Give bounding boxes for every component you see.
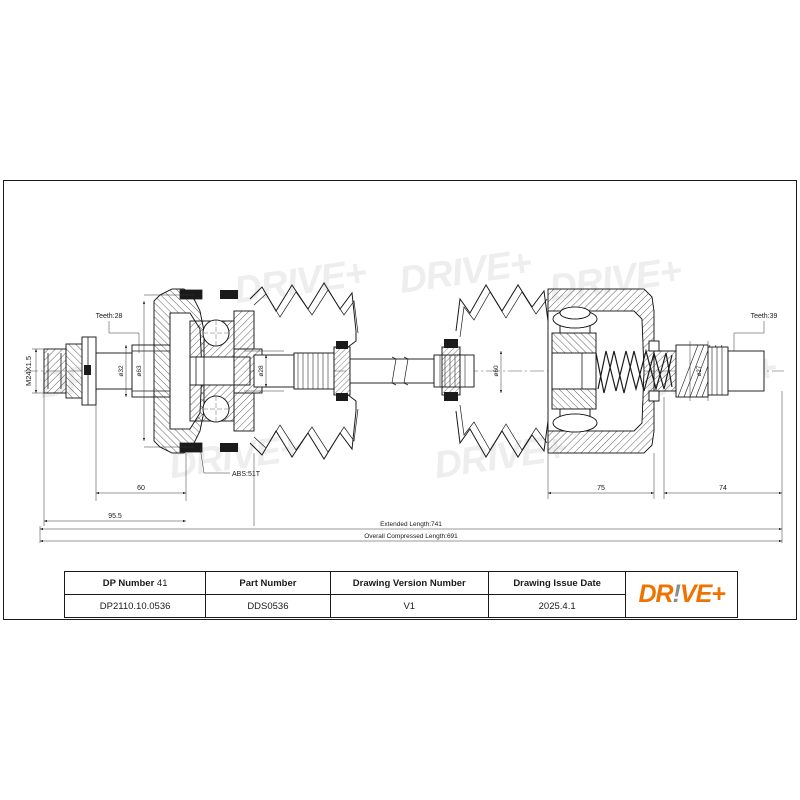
- header-part-number: Part Number: [205, 571, 331, 595]
- header-dp-number-suffix: 41: [156, 577, 168, 589]
- logo-text-second: VE+: [679, 580, 726, 608]
- value-part-number: DDS0536: [205, 594, 331, 618]
- label-compressed-length: Overall Compressed Length:691: [364, 533, 458, 540]
- label-teeth-right: Teeth:39: [751, 313, 778, 320]
- label-dia-63: ø63: [136, 365, 143, 377]
- value-dp-number: DP2110.10.0536: [63, 594, 207, 618]
- header-dp-number: DP Number 41: [63, 571, 207, 595]
- value-drawing-version: V1: [329, 594, 489, 618]
- logo-text-first: DR: [638, 580, 673, 608]
- label-dim-74: 74: [719, 485, 727, 492]
- drawing-sheet: DRIVE+ DRIVE+ DRIVE+ DRIVE+ DRIVE+ DRIVE…: [3, 180, 797, 620]
- brand-logo-cell: DR!VE+: [625, 571, 738, 618]
- label-dia-32: ø32: [118, 365, 125, 377]
- label-dim-75: 75: [597, 485, 605, 492]
- label-teeth-left: Teeth:28: [96, 313, 123, 320]
- logo-exclamation-icon: !: [672, 580, 681, 608]
- driveshaft-svg: M24X1.5 ø32 ø63 Teeth:28 60 95.5 ABS:51T…: [24, 282, 784, 543]
- header-dp-number-label: DP Number: [102, 577, 155, 589]
- label-abs-ring: ABS:51T: [232, 471, 261, 478]
- label-extended-length: Extended Length:741: [380, 521, 442, 528]
- label-dim-955: 95.5: [108, 513, 122, 520]
- title-block-table: DP Number 41 Part Number Drawing Version…: [63, 571, 738, 618]
- label-mid-dia: ø60: [493, 365, 500, 377]
- label-thread: M24X1.5: [24, 356, 33, 386]
- title-block-header-row: DP Number 41 Part Number Drawing Version…: [63, 571, 738, 618]
- label-right-dia: ø27: [697, 365, 703, 376]
- drive-plus-logo: DR!VE+: [626, 582, 737, 607]
- label-dim-60: 60: [137, 485, 145, 492]
- driveshaft-drawing: M24X1.5 ø32 ø63 Teeth:28 60 95.5 ABS:51T…: [4, 181, 796, 561]
- value-issue-date: 2025.4.1: [487, 594, 627, 618]
- header-drawing-version: Drawing Version Number: [329, 571, 489, 595]
- title-block-value-row: DP2110.10.0536 DDS0536 V1 2025.4.1: [63, 594, 738, 618]
- label-shaft-dia: ø28: [258, 365, 265, 377]
- header-issue-date: Drawing Issue Date: [487, 571, 627, 595]
